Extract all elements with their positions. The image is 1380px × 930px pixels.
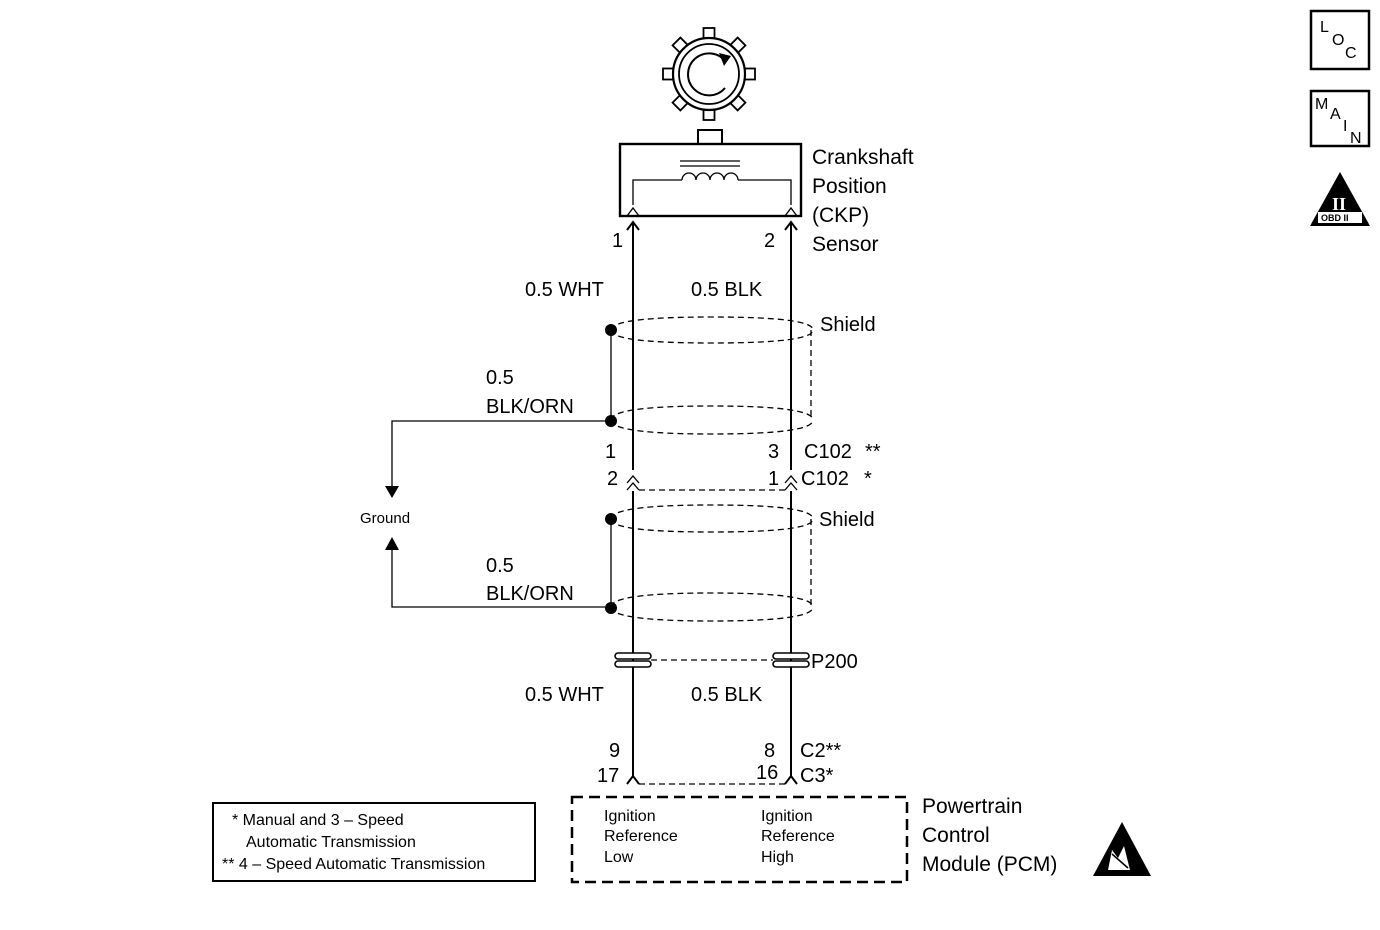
loc-letter-c: C: [1345, 45, 1357, 62]
obd-ii-button[interactable]: II OBD II: [1310, 172, 1370, 226]
ckp-sensor-symbol: [618, 129, 803, 218]
p200-passthrough: [614, 652, 810, 668]
obd-label: OBD II: [1321, 213, 1349, 223]
c102-row2-name: C102: [801, 468, 849, 490]
pcm-title-line-3: Module (PCM): [922, 853, 1057, 876]
main-letter-m: M: [1315, 96, 1328, 113]
pcm-row1-name: C2**: [800, 740, 841, 762]
pcm-left-circuit-line-2: Reference: [604, 828, 678, 845]
lower-wire-right-label: 0.5 BLK: [691, 684, 763, 706]
pcm-left-circuit-line-3: Low: [604, 849, 634, 866]
pcm-title-line-2: Control: [922, 824, 990, 847]
c102-row2-mark: *: [864, 468, 872, 490]
reluctor-wheel-icon: [662, 27, 756, 121]
upper-drain-gauge: 0.5: [486, 367, 514, 389]
ground-symbol: [385, 420, 605, 608]
legend-line-3: ** 4 – Speed Automatic Transmission: [222, 856, 485, 873]
upper-shield-label: Shield: [820, 314, 876, 336]
pcm-row2-left-pin: 17: [597, 765, 619, 787]
c102-row2-right-pin: 1: [768, 468, 779, 490]
circuit-wires: [632, 222, 792, 776]
legend-line-2: Automatic Transmission: [246, 834, 416, 851]
lower-shield-label: Shield: [819, 509, 875, 531]
lower-wire-left-label: 0.5 WHT: [525, 684, 604, 706]
main-letter-a: A: [1330, 106, 1341, 123]
pcm-right-circuit-line-2: Reference: [761, 828, 835, 845]
c102-row1-name: C102: [804, 441, 852, 463]
pcm-right-circuit-line-1: Ignition: [761, 808, 813, 825]
pcm-left-circuit-line-1: Ignition: [604, 808, 656, 825]
legend-box: [212, 802, 536, 882]
legend-line-1: * Manual and 3 – Speed: [232, 812, 404, 829]
sensor-pin-right: 2: [764, 230, 775, 252]
main-letter-i: I: [1343, 118, 1347, 135]
ground-label: Ground: [360, 510, 410, 527]
c102-row2-left-pin: 2: [607, 468, 618, 490]
sensor-title-line-3: (CKP): [812, 204, 869, 227]
sensor-pin-left: 1: [612, 230, 623, 252]
pcm-title-line-1: Powertrain: [922, 795, 1022, 818]
upper-wire-left-label: 0.5 WHT: [525, 279, 604, 301]
pcm-right-circuit-line-3: High: [761, 849, 794, 866]
c102-connector: [626, 475, 798, 491]
sensor-title-line-4: Sensor: [812, 233, 879, 256]
lower-shield: [605, 504, 814, 622]
p200-label: P200: [811, 651, 858, 673]
c102-row1-mark: **: [865, 441, 881, 463]
main-letter-n: N: [1350, 130, 1362, 147]
obd-numeral: II: [1332, 194, 1346, 214]
upper-drain-color: BLK/ORN: [486, 396, 574, 418]
pcm-row1-right-pin: 8: [764, 740, 775, 762]
loc-letter-o: O: [1332, 32, 1344, 49]
loc-button[interactable]: L O C: [1309, 9, 1371, 71]
upper-wire-right-label: 0.5 BLK: [691, 279, 763, 301]
lower-drain-gauge: 0.5: [486, 555, 514, 577]
c102-row1-right-pin: 3: [768, 441, 779, 463]
pcm-module-box: [570, 795, 909, 884]
pcm-row2-name: C3*: [800, 765, 834, 787]
c102-row1-left-pin: 1: [605, 441, 616, 463]
sensor-title-line-2: Position: [812, 175, 887, 198]
upper-shield: [605, 316, 814, 435]
pcm-row1-left-pin: 9: [609, 740, 620, 762]
esd-warning-icon: [1093, 822, 1151, 876]
sensor-title-line-1: Crankshaft: [812, 146, 914, 169]
main-button[interactable]: M A I N: [1309, 89, 1371, 148]
loc-letter-l: L: [1320, 19, 1329, 36]
pcm-connector: [626, 774, 798, 785]
lower-drain-color: BLK/ORN: [486, 583, 574, 605]
pcm-row2-right-pin: 16: [756, 762, 778, 784]
